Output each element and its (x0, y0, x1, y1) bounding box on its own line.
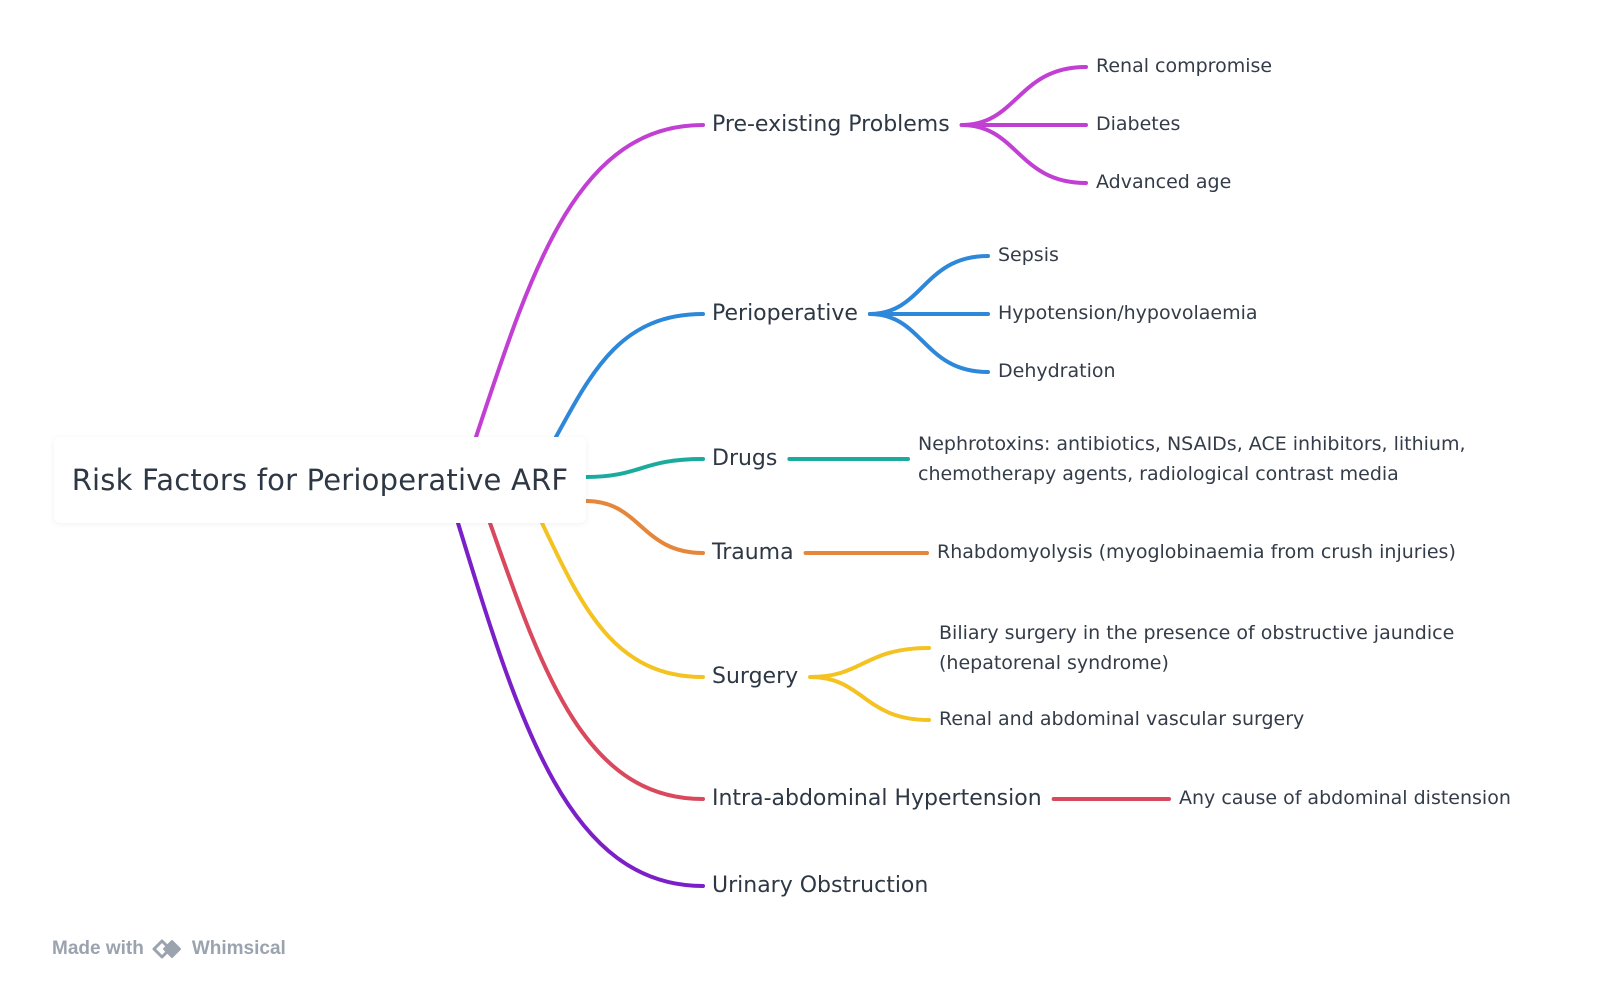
branch-urinary[interactable]: Urinary Obstruction (712, 873, 929, 898)
leaf-periop-2[interactable]: Dehydration (998, 357, 1116, 386)
branch-periop[interactable]: Perioperative (712, 301, 858, 326)
leaf-line: Rhabdomyolysis (myoglobinaemia from crus… (937, 541, 1456, 564)
leaf-line: Renal compromise (1096, 55, 1273, 78)
connector-surgery-child-1 (808, 675, 931, 722)
connector-trauma (584, 499, 705, 555)
connector-pre (474, 123, 705, 439)
connector-iah (488, 521, 705, 801)
connector-surgery (540, 521, 705, 679)
connector-urinary (456, 521, 705, 888)
leaf-line: (hepatorenal syndrome) (939, 651, 1169, 674)
connector-surgery-child-0 (808, 646, 931, 679)
leaf-periop-1[interactable]: Hypotension/hypovolaemia (998, 299, 1258, 328)
leaf-pre-2[interactable]: Advanced age (1096, 168, 1231, 197)
connector-drugs (584, 457, 705, 479)
leaf-line: Biliary surgery in the presence of obstr… (939, 622, 1455, 645)
leaf-line: Hypotension/hypovolaemia (998, 302, 1258, 325)
branch-surgery[interactable]: Surgery (712, 664, 799, 689)
branch-pre[interactable]: Pre-existing Problems (712, 112, 950, 137)
leaf-drugs-0[interactable]: Nephrotoxins: antibiotics, NSAIDs, ACE i… (918, 430, 1466, 489)
connector-periop-child-0 (867, 254, 990, 316)
made-with-whimsical-badge[interactable]: Made with Whimsical (52, 934, 286, 964)
made-with-label: Made with (52, 938, 144, 959)
leaf-line: chemotherapy agents, radiological contra… (918, 462, 1399, 485)
whimsical-logo-icon (152, 939, 181, 959)
leaf-surgery-0[interactable]: Biliary surgery in the presence of obstr… (939, 619, 1454, 678)
whimsical-brand-label: Whimsical (191, 938, 286, 959)
connector-pre-child-2 (959, 123, 1088, 185)
leaf-trauma-0[interactable]: Rhabdomyolysis (myoglobinaemia from crus… (937, 538, 1456, 567)
leaf-line: Diabetes (1096, 113, 1181, 136)
branch-iah[interactable]: Intra-abdominal Hypertension (712, 786, 1042, 811)
connector-periop-child-2 (867, 312, 990, 374)
connector-periop (554, 312, 705, 439)
leaf-pre-0[interactable]: Renal compromise (1096, 52, 1272, 81)
leaf-line: Nephrotoxins: antibiotics, NSAIDs, ACE i… (918, 433, 1466, 456)
leaf-pre-1[interactable]: Diabetes (1096, 110, 1180, 139)
root-title: Risk Factors for Perioperative ARF (71, 463, 569, 497)
connector-pre-child-0 (959, 65, 1088, 127)
root-node[interactable]: Risk Factors for Perioperative ARF (54, 437, 586, 523)
leaf-line: Any cause of abdominal distension (1179, 787, 1511, 810)
leaf-line: Dehydration (998, 360, 1116, 383)
leaf-line: Advanced age (1096, 171, 1232, 194)
leaf-surgery-1[interactable]: Renal and abdominal vascular surgery (939, 705, 1304, 734)
leaf-line: Sepsis (998, 244, 1059, 267)
leaf-iah-0[interactable]: Any cause of abdominal distension (1179, 784, 1511, 813)
branch-drugs[interactable]: Drugs (712, 446, 778, 471)
leaf-line: Renal and abdominal vascular surgery (939, 708, 1305, 731)
branch-trauma[interactable]: Trauma (712, 540, 794, 565)
leaf-periop-0[interactable]: Sepsis (998, 241, 1059, 270)
